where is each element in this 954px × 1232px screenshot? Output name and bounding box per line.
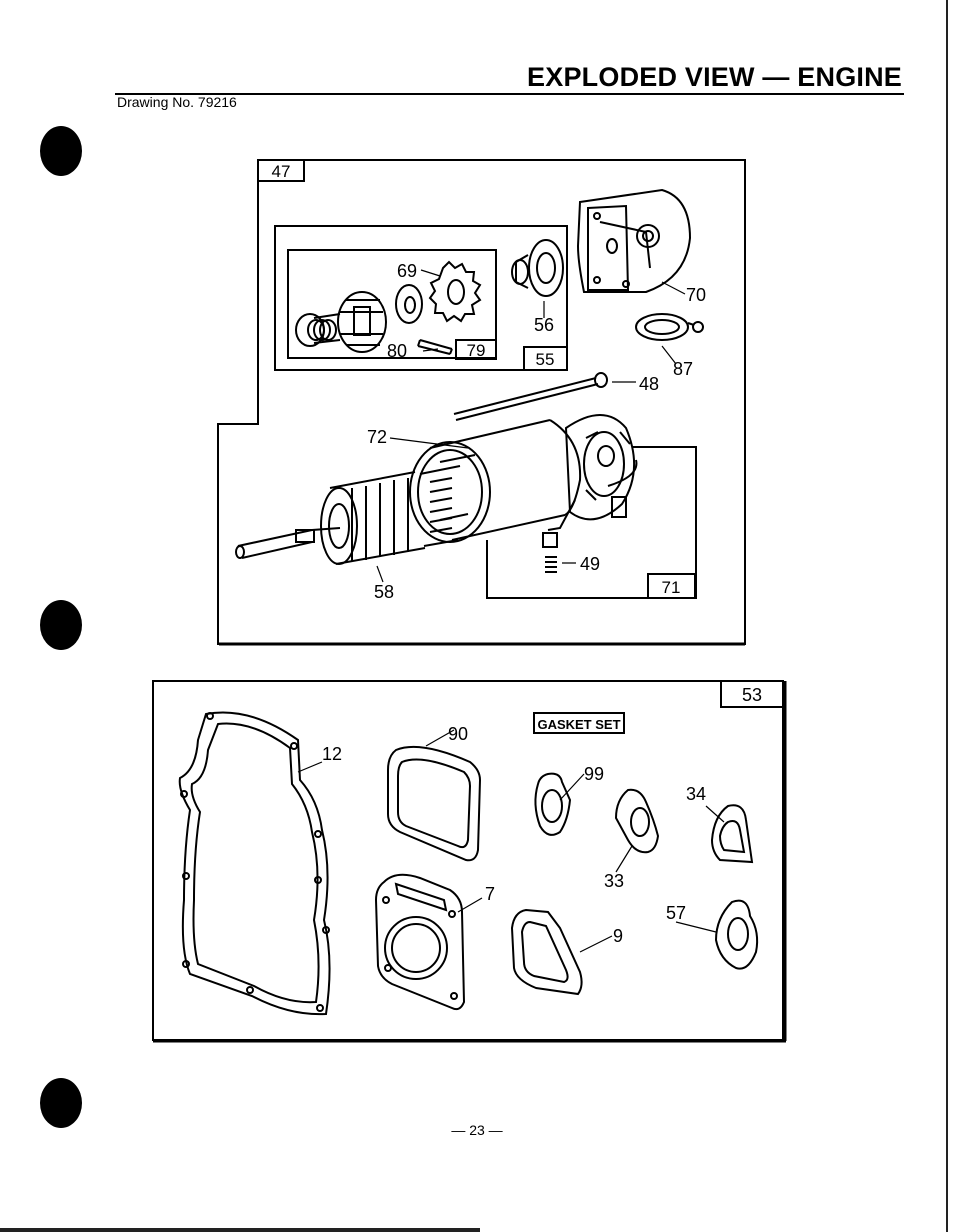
starter-motor-group: 47 55 79 71 (217, 159, 746, 646)
starter-group-label: 47 (272, 162, 291, 181)
crankcase-gasket (178, 711, 331, 1016)
washer (395, 284, 423, 324)
gasket-set-label: GASKET SET (537, 717, 620, 732)
callout-33: 33 (604, 871, 624, 891)
starter-callouts: 69 56 70 80 87 48 72 58 49 (367, 261, 706, 602)
pinion-gear (428, 260, 482, 323)
exhaust-gasket (534, 772, 572, 836)
drive-label-box (523, 346, 568, 371)
callout-99: 99 (584, 764, 604, 784)
callout-48: 48 (639, 374, 659, 394)
mount-gasket (714, 899, 759, 970)
callout-12: 12 (322, 744, 342, 764)
title-underline (115, 93, 904, 95)
armature (235, 465, 461, 565)
retaining-ring (417, 339, 453, 355)
callout-58: 58 (374, 582, 394, 602)
pinion-label-box (455, 339, 497, 360)
brush-subgroup-frame (486, 446, 697, 599)
callout-57: 57 (666, 903, 686, 923)
page-title: EXPLODED VIEW — ENGINE (527, 62, 902, 92)
carburetor-gasket (614, 788, 660, 854)
scan-edge-right (946, 0, 948, 1232)
valve-cover-gasket (710, 804, 754, 864)
callout-72: 72 (367, 427, 387, 447)
callout-34: 34 (686, 784, 706, 804)
drive-nut (511, 239, 564, 297)
callout-70: 70 (686, 285, 706, 305)
head-gasket (374, 873, 466, 1011)
through-bolt (453, 372, 608, 421)
callout-87: 87 (673, 359, 693, 379)
breather-gasket (387, 745, 482, 862)
oil-seal (635, 313, 704, 341)
intake-gasket (510, 908, 583, 996)
callout-90: 90 (448, 724, 468, 744)
brush-label: 71 (662, 578, 681, 597)
brush-end-plate (547, 414, 638, 531)
gasket-set-label-box (533, 712, 625, 734)
punch-hole-bottom (40, 1078, 82, 1128)
punch-hole-middle (40, 600, 82, 650)
brush-label-box (647, 573, 696, 599)
callout-56: 56 (534, 315, 554, 335)
page-number: — 23 — (451, 1122, 503, 1138)
gasket-group-label-box (720, 680, 784, 708)
punch-hole-top (40, 126, 82, 176)
starter-group-label-box (257, 159, 305, 182)
drawing-number: Drawing No. 79216 (117, 94, 237, 110)
callout-49: 49 (580, 554, 600, 574)
scan-edge-bottom (0, 1228, 480, 1232)
callout-80: 80 (387, 341, 407, 361)
drive-clutch (295, 291, 387, 353)
callout-69: 69 (397, 261, 417, 281)
drive-label: 55 (536, 350, 555, 369)
starter-group-frame (217, 159, 746, 645)
pinion-label: 79 (467, 341, 486, 360)
gasket-group-label: 53 (742, 685, 762, 705)
callout-7: 7 (485, 884, 495, 904)
brush-spring (542, 532, 558, 573)
drive-end-cap (576, 188, 692, 293)
gasket-callouts: 12 90 99 34 33 7 9 57 (322, 724, 706, 946)
gasket-group: 53 GASKET SET (152, 680, 787, 1043)
callout-9: 9 (613, 926, 623, 946)
